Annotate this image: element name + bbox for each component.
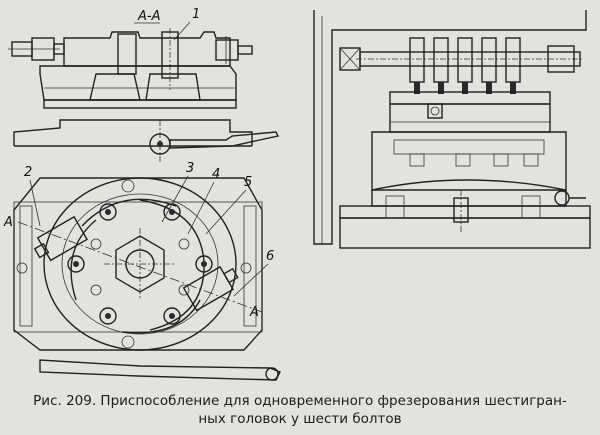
section-view-a-a: А-А 1: [8, 7, 280, 162]
cutter: [481, 37, 497, 83]
callout-1: 1: [192, 7, 200, 22]
plan-view: А А 2 3 4 5 6: [3, 161, 281, 381]
cutter: [505, 37, 521, 83]
section-line-a-a: [17, 221, 263, 313]
callout-6: 6: [266, 249, 274, 264]
clamp-body-section: [63, 31, 231, 67]
callout-4: 4: [212, 167, 220, 182]
figure-caption: Рис. 209. Приспособление для одновременн…: [0, 392, 600, 428]
rotary-disc: [43, 177, 237, 351]
technical-drawing: А-А 1: [3, 7, 591, 381]
base-rail: [13, 119, 253, 146]
bolt-hole: [67, 255, 85, 273]
bolt-hole: [195, 255, 213, 273]
fixture-base: [371, 131, 567, 191]
machine-column: [313, 10, 587, 245]
callout-2: 2: [24, 165, 32, 180]
section-mark-left: А: [3, 215, 13, 230]
machine-table: [339, 205, 591, 219]
right-clamp: [182, 265, 239, 312]
side-view: [313, 10, 591, 249]
caption-line-2: ных головок у шести болтов: [198, 411, 402, 427]
bolt-hole: [163, 307, 181, 325]
section-mark-right: А: [249, 305, 259, 320]
gang-cutters: [409, 37, 521, 83]
callout-3: 3: [186, 161, 194, 176]
left-clamp: [33, 215, 89, 262]
section-label-a-a: А-А: [137, 9, 160, 24]
base-plate-section: [39, 65, 237, 101]
cutter: [409, 37, 425, 83]
caption-line-1: Рис. 209. Приспособление для одновременн…: [33, 393, 567, 409]
cutter: [433, 37, 449, 83]
lever-handle: [169, 131, 280, 149]
bolt-hole: [99, 307, 117, 325]
callout-5: 5: [244, 175, 252, 190]
leader-line-1: [173, 21, 191, 41]
bolt-hole: [99, 203, 117, 221]
cutter: [457, 37, 473, 83]
plan-lever: [39, 359, 281, 381]
